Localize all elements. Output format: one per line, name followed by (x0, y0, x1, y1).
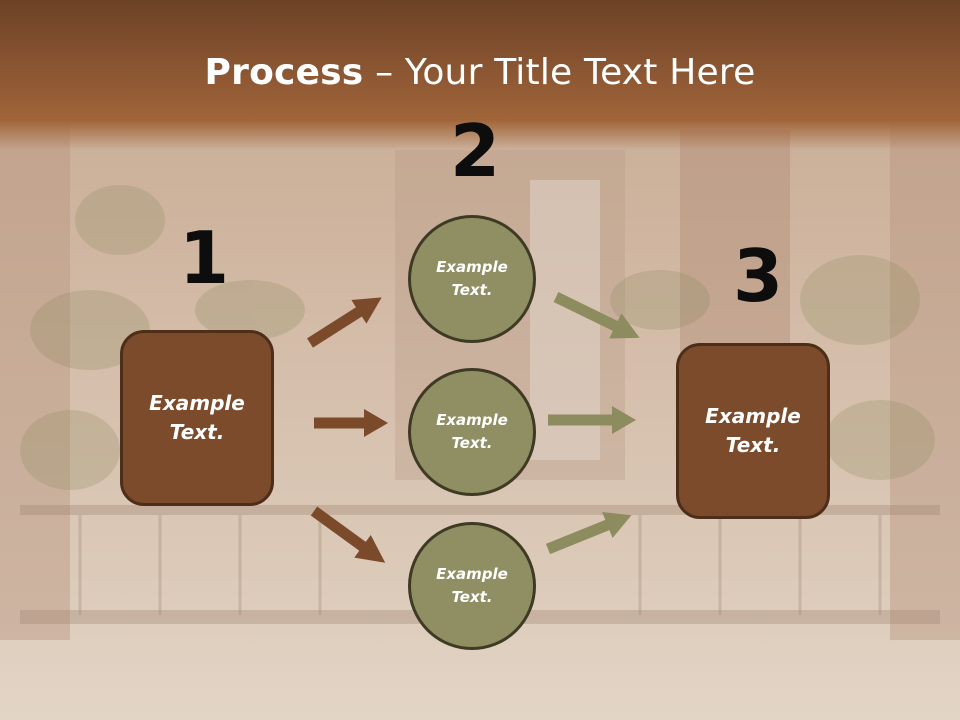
arrow-brown-mid (314, 409, 388, 437)
circle-top-line1: Example (436, 258, 508, 276)
step-number-2: 2 (450, 109, 501, 193)
arrow-olive-up (545, 512, 632, 555)
slide-title: Process – Your Title Text Here (0, 52, 960, 93)
left-box-line1: Example (149, 391, 245, 415)
left-box-line2: Text. (169, 420, 225, 444)
right-box-line2: Text. (725, 433, 781, 457)
title-bold: Process (204, 52, 364, 93)
circle-bot-line2: Text. (451, 588, 493, 606)
title-rest: – Your Title Text Here (363, 52, 756, 93)
circle-mid-line2: Text. (451, 434, 493, 452)
arrow-brown-down (310, 506, 386, 563)
arrow-brown-up (307, 297, 382, 348)
step-number-3: 3 (733, 234, 784, 318)
circle-top-line2: Text. (451, 281, 493, 299)
arrow-olive-mid (548, 406, 636, 434)
circle-bot-line1: Example (436, 565, 508, 583)
title-bar (0, 0, 960, 150)
arrow-olive-down (553, 292, 640, 339)
circle-mid-line1: Example (436, 411, 508, 429)
step-number-1: 1 (179, 216, 230, 300)
right-box-line1: Example (705, 404, 801, 428)
